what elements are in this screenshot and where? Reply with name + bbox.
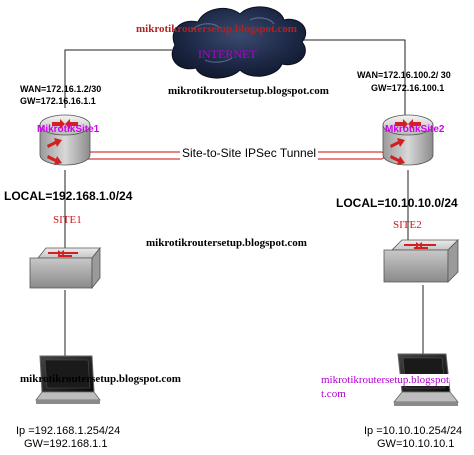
router-site1-icon [39,114,91,166]
switch-site2-icon [383,239,459,283]
internet-label: INTERNET [198,47,257,61]
tunnel-label: Site-to-Site IPSec Tunnel [180,146,319,160]
site1-local-label: LOCAL=192.168.1.0/24 [4,189,133,203]
site1-laptop-gw: GW=192.168.1.1 [24,438,108,450]
link-internet-router2 [300,39,406,115]
site1-laptop-ip: Ip =192.168.1.254/24 [16,425,121,437]
site1-wan-label: WAN=172.16.1.2/30 [20,84,102,94]
watermark-right-laptop-line2: t.com [321,388,346,400]
link-router1-internet [64,49,172,108]
link-lines [64,39,424,365]
site2-laptop-ip: Ip =10.10.10.254/24 [364,425,463,437]
router-site1-label: MikrotikSite1 [37,124,100,135]
site1-gw-label: GW=172.16.16.1.1 [20,96,96,106]
watermark-left-laptop: mikrotikroutersetup.blogspot.com [20,373,181,385]
site2-local-label: LOCAL=10.10.10.0/24 [336,196,458,210]
site2-label: SITE2 [393,219,422,231]
internet-cloud [171,6,307,79]
router-site2-label: MkrotikSite2 [385,124,445,135]
site2-wan-label: WAN=172.16.100.2/ 30 [357,70,451,80]
watermark-right-laptop-line1: mikrotikroutersetup.blogspot [321,374,450,386]
watermark-top: mikrotikroutersetup.blogspot.com [136,23,297,35]
laptop-site1-icon [35,355,101,404]
watermark-below-cloud: mikrotikroutersetup.blogspot.com [168,85,329,97]
site2-gw-label: GW=172.16.100.1 [371,83,445,93]
switch-site1-icon [29,246,101,290]
site2-laptop-gw: GW=10.10.10.1 [377,438,455,450]
site1-label: SITE1 [53,214,82,226]
watermark-middle: mikrotikroutersetup.blogspot.com [146,237,307,249]
router-site2-icon [382,114,434,166]
